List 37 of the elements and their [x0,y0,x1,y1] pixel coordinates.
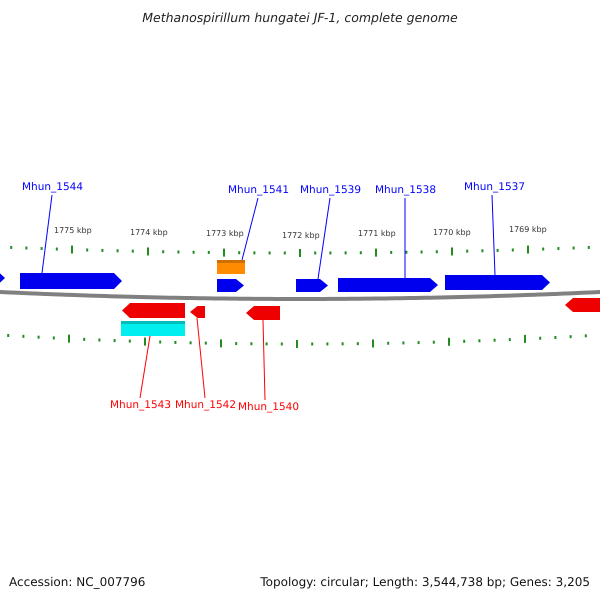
leader-line [242,198,258,260]
gene-feature [338,278,438,292]
gene-feature [20,273,122,289]
gene-label: Mhun_1542 [175,398,235,412]
scale-label: 1769 kbp [509,225,547,235]
gene-label: Mhun_1537 [464,180,524,194]
footer-text: Topology: circular; Length: 3,544,738 bp; Genes: 3,205 [260,575,590,589]
diagram-title: Methanospirillum hungatei JF-1, complete genome [141,10,459,25]
gene-feature [565,298,600,312]
leader-line [196,318,206,398]
gene-feature [246,306,280,320]
feature-bar [217,260,245,274]
feature-bar [121,321,185,336]
leader-line [318,198,330,280]
gene-feature [190,306,205,318]
gene-label: Mhun_1539 [300,183,360,197]
leader-line [492,194,496,276]
leader-line [140,336,150,398]
scale-label: 1770 kbp [433,228,471,238]
scale-label: 1773 kbp [206,229,244,239]
leader-line [42,194,52,274]
footer-text: Accession: NC_007796 [9,575,146,589]
gene-feature [296,279,328,292]
leader-line [404,198,406,278]
leader-line [262,320,266,400]
gene-label: Mhun_1540 [238,400,298,414]
gene-label: Mhun_1538 [375,183,435,197]
scale-label: 1775 kbp [54,226,92,236]
scale-label: 1774 kbp [130,228,168,238]
gene-feature [445,275,550,290]
gene-feature [217,279,244,292]
scale-label: 1771 kbp [358,229,396,239]
gene-feature [122,303,185,318]
gene-label: Mhun_1544 [22,180,82,194]
gene-label: Mhun_1541 [228,183,288,197]
scale-label: 1772 kbp [282,231,320,241]
gene-label: Mhun_1543 [110,398,170,412]
